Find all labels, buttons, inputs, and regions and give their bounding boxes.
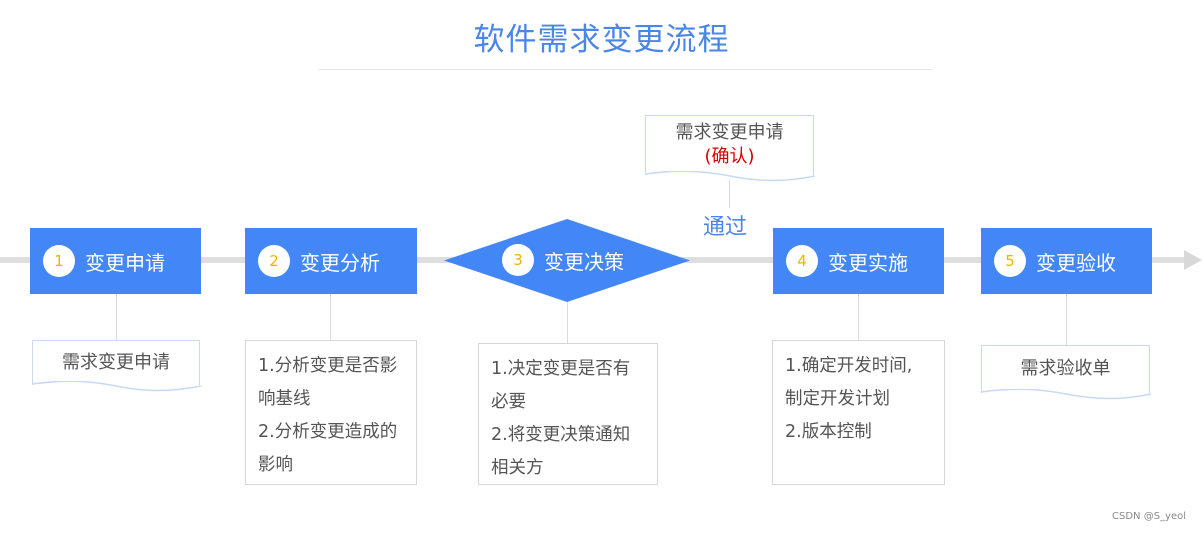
document-request-confirmed: 需求变更申请 (确认): [644, 115, 816, 182]
stage-change-acceptance: 5 变更验收: [981, 228, 1152, 294]
detail-line: 1.分析变更是否影: [258, 356, 398, 376]
stage-label: 变更验收: [1036, 250, 1116, 275]
detail-line: 相关方: [491, 458, 544, 478]
step-number-badge: 5: [994, 245, 1026, 277]
arrow-head-icon: [1184, 250, 1202, 270]
watermark: CSDN @S_yeol: [1112, 511, 1187, 522]
decision-details: 1.决定变更是否有 必要 2.将变更决策通知 相关方: [478, 343, 658, 485]
detail-line: 响基线: [258, 389, 311, 409]
detail-line: 2.版本控制: [785, 422, 872, 442]
stage-label: 变更实施: [828, 250, 908, 275]
document-acceptance-form: 需求验收单: [980, 345, 1152, 400]
document-change-request: 需求变更申请: [31, 340, 202, 392]
connector-line: [116, 293, 117, 341]
detail-line: 1.确定开发时间,: [785, 356, 913, 376]
title-divider: [318, 69, 932, 70]
step-number-badge: 4: [786, 245, 818, 277]
stage-change-request: 1 变更申请: [30, 228, 201, 294]
stage-label: 变更分析: [300, 250, 380, 275]
document-confirm-tag: (确认): [704, 146, 755, 167]
step-number-badge: 2: [258, 245, 290, 277]
document-wave-edge: [980, 389, 1152, 400]
document-wave-edge: [644, 171, 816, 182]
detail-line: 影响: [258, 455, 293, 475]
analysis-details: 1.分析变更是否影 响基线 2.分析变更造成的 影响: [245, 340, 417, 485]
document-title: 需求验收单: [1020, 358, 1111, 379]
connector-line: [330, 293, 331, 341]
stage-change-analysis: 2 变更分析: [245, 228, 417, 294]
detail-line: 必要: [491, 392, 526, 412]
stage-change-decision: 3 变更决策: [502, 244, 624, 276]
connector-line: [567, 300, 568, 344]
stage-change-decision-diamond: [444, 219, 690, 302]
connector-line: [1066, 293, 1067, 345]
detail-line: 1.决定变更是否有: [491, 359, 631, 379]
document-wave-edge: [31, 381, 202, 392]
detail-line: 制定开发计划: [785, 389, 890, 409]
page-title: 软件需求变更流程: [473, 22, 730, 58]
pass-label: 通过: [703, 215, 748, 240]
detail-line: 2.分析变更造成的: [258, 422, 398, 442]
stage-change-implementation: 4 变更实施: [773, 228, 944, 294]
connector-line: [858, 293, 859, 341]
step-number-badge: 1: [43, 245, 75, 277]
stage-label: 变更决策: [544, 249, 624, 274]
connector-line: [729, 180, 730, 208]
implementation-details: 1.确定开发时间, 制定开发计划 2.版本控制: [772, 340, 945, 485]
step-number-badge: 3: [502, 244, 534, 276]
stage-label: 变更申请: [85, 250, 165, 275]
detail-line: 2.将变更决策通知: [491, 425, 631, 445]
document-title: 需求变更申请: [675, 122, 784, 143]
document-title: 需求变更申请: [62, 352, 170, 373]
